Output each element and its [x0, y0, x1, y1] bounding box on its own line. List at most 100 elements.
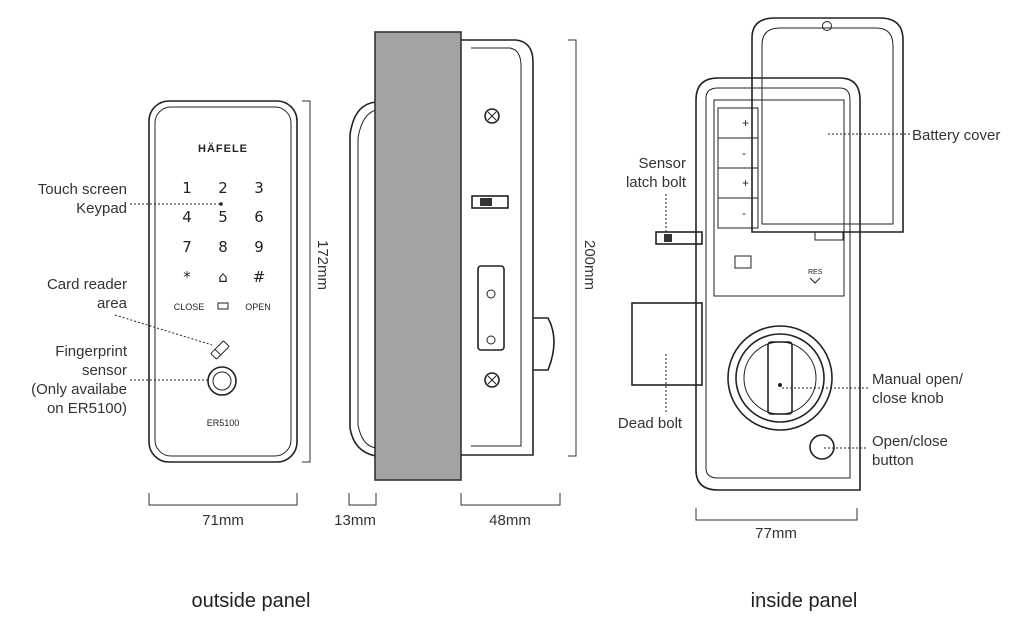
battery-bay: [713, 99, 845, 297]
keypad-label: Keypad: [76, 200, 127, 217]
outside-panel-profile: [349, 101, 377, 457]
inside-width-dimension-label: 77mm: [755, 525, 797, 542]
leader-dot: [219, 202, 223, 206]
door-section: [374, 31, 462, 481]
knob-handle: [767, 341, 793, 415]
inside-caption: inside panel: [751, 590, 858, 612]
model-label: ER5100: [207, 418, 240, 428]
outside-panel-profile-inner: [357, 109, 377, 449]
card-reader-icon: [210, 340, 230, 360]
key-7[interactable]: 7: [182, 238, 192, 256]
button-label-2: button: [872, 452, 914, 469]
fingerprint-sensor-inner: [212, 371, 232, 391]
inside-panel: + - + - RES: [618, 17, 1000, 612]
dead-bolt: [631, 302, 703, 386]
battery-plus-2: +: [742, 176, 749, 190]
card-reader-label: Card reader: [47, 276, 127, 293]
cover-hinge: [814, 231, 844, 241]
button-label-1: Open/close: [872, 433, 948, 450]
open-close-button[interactable]: [809, 434, 835, 460]
screw-icon-top: [484, 108, 500, 124]
key-2[interactable]: 2: [218, 179, 228, 197]
total-height-dimension-line: [568, 39, 577, 457]
keypad: 1 2 3 4 5 6 7 8 9 * ⌂ #: [182, 179, 265, 286]
depth2-dimension-line: [460, 493, 561, 506]
key-home-icon[interactable]: ⌂: [218, 268, 228, 286]
reset-arrow-icon: [809, 277, 821, 284]
bracket-screw-1-icon: [486, 289, 496, 299]
bracket-screw-2-icon: [486, 335, 496, 345]
key-6[interactable]: 6: [254, 208, 264, 226]
depth1-dimension-label: 13mm: [334, 512, 376, 529]
reset-label: RES: [808, 269, 823, 276]
key-hash[interactable]: #: [253, 268, 266, 286]
sensor-label: Sensor: [638, 155, 686, 172]
inside-panel-inner-edge: [705, 87, 851, 479]
key-9[interactable]: 9: [254, 238, 264, 256]
latch-slot: [471, 195, 509, 209]
close-key-label[interactable]: CLOSE: [174, 302, 205, 312]
total-height-dimension-label: 200mm: [581, 240, 598, 290]
brand-logo: HÄFELE: [198, 142, 248, 155]
inside-unit-body: [471, 47, 522, 447]
screw-cross-top: [487, 111, 497, 121]
side-view: 200mm 13mm 48mm: [334, 31, 598, 529]
knob-inner: [743, 341, 817, 415]
sensor-latch-bolt: [655, 231, 703, 245]
cover-screw-icon: [822, 21, 832, 31]
key-1[interactable]: 1: [182, 179, 192, 197]
battery-cover-label: Battery cover: [912, 127, 1000, 144]
availability-note-1: (Only availabe: [31, 381, 127, 398]
screw-cross-bottom: [487, 375, 497, 385]
inside-panel-body: [695, 77, 861, 491]
height-dimension-label: 172mm: [314, 240, 331, 290]
card-reader-leader: [114, 314, 213, 346]
battery-cover[interactable]: [751, 17, 904, 233]
key-4[interactable]: 4: [182, 208, 192, 226]
availability-note-2: on ER5100): [47, 400, 127, 417]
touch-screen-label: Touch screen: [38, 181, 127, 198]
outside-caption: outside panel: [192, 590, 311, 612]
connector-block: [734, 255, 752, 269]
manual-knob-label-1: Manual open/: [872, 371, 964, 388]
side-knob: [533, 317, 555, 371]
open-key-label[interactable]: OPEN: [245, 302, 271, 312]
latch-bolt-tip: [664, 234, 672, 242]
battery-minus-2: -: [742, 206, 746, 220]
inside-unit-profile: [461, 39, 534, 456]
key-3[interactable]: 3: [254, 179, 264, 197]
key-5[interactable]: 5: [218, 208, 228, 226]
sensor-label: sensor: [82, 362, 127, 379]
mount-bracket: [477, 265, 505, 351]
depth1-dimension-line: [348, 493, 377, 506]
card-area-label: area: [97, 295, 128, 312]
battery-compartment: + - + - RES: [713, 99, 845, 297]
width-dimension-line: [148, 493, 298, 506]
manual-knob[interactable]: [727, 325, 833, 431]
depth2-dimension-label: 48mm: [489, 512, 531, 529]
fingerprint-label: Fingerprint: [55, 343, 128, 360]
battery-slot-4: [717, 197, 759, 229]
outside-panel-inner-edge: [154, 106, 292, 457]
height-dimension-line: [302, 100, 311, 463]
screw-icon-bottom: [484, 372, 500, 388]
fingerprint-sensor[interactable]: [207, 366, 237, 396]
key-star[interactable]: *: [183, 268, 191, 286]
manual-knob-label-2: close knob: [872, 390, 944, 407]
battery-plus-1: +: [742, 116, 749, 130]
outside-panel-body: [148, 100, 298, 463]
latch-bolt-label: latch bolt: [626, 174, 687, 191]
inside-width-dimension-line: [695, 508, 858, 521]
dead-bolt-label: Dead bolt: [618, 415, 683, 432]
knob-mid: [735, 333, 825, 423]
width-dimension-label: 71mm: [202, 512, 244, 529]
key-8[interactable]: 8: [218, 238, 228, 256]
outside-panel: HÄFELE 1 2 3 4 5 6 7 8 9 * ⌂ # CLOSE OPE…: [31, 100, 331, 612]
latch-bolt-side: [480, 198, 492, 206]
battery-cover-inner: [761, 27, 894, 225]
knob-outer: [727, 325, 833, 431]
knob-pin: [778, 383, 782, 387]
battery-minus-1: -: [742, 146, 746, 160]
battery-indicator-icon: [217, 302, 229, 310]
